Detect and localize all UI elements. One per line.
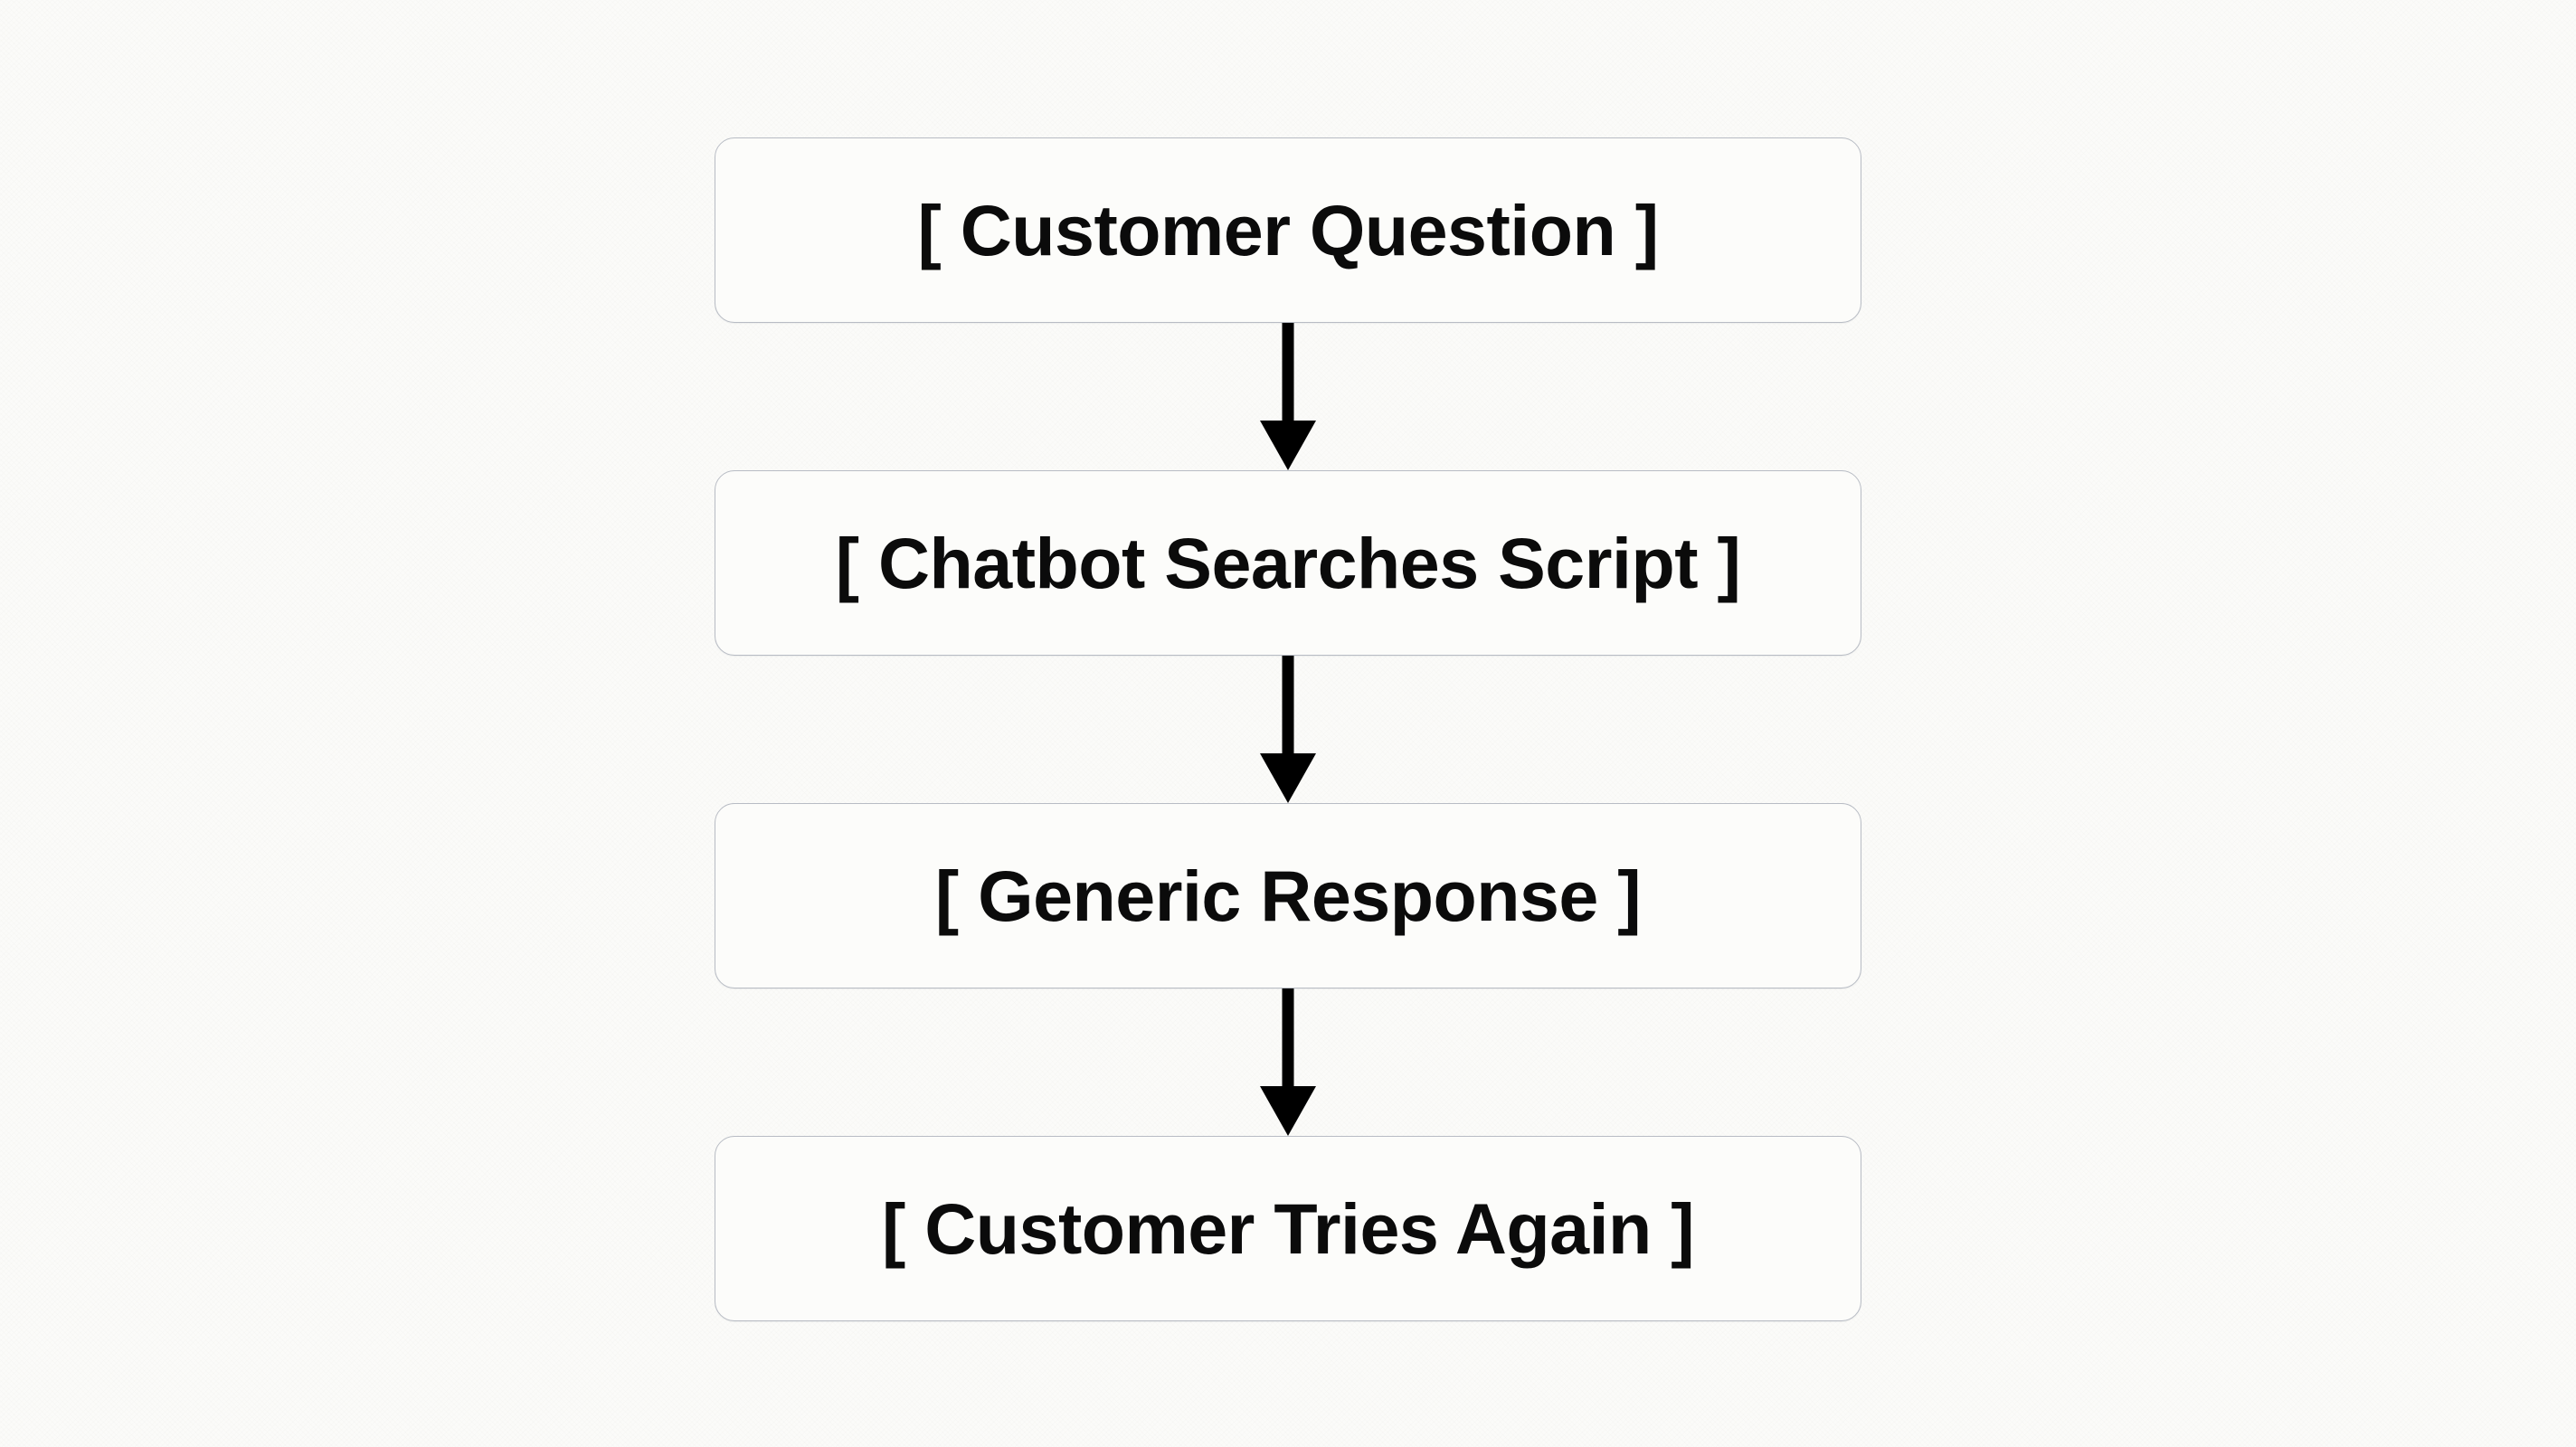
flowchart: [ Customer Question ] [ Chatbot Searches… [715,137,1861,1321]
flow-node-label: [ Generic Response ] [934,856,1642,936]
arrow-down-icon [1259,323,1317,470]
flow-node-label: [ Customer Question ] [917,190,1659,270]
arrow-down-icon [1259,656,1317,803]
flow-node-chatbot-searches-script[interactable]: [ Chatbot Searches Script ] [715,470,1861,656]
flow-node-generic-response[interactable]: [ Generic Response ] [715,803,1861,988]
flow-node-label: [ Chatbot Searches Script ] [835,523,1741,603]
flow-node-customer-question[interactable]: [ Customer Question ] [715,137,1861,323]
arrow-down-icon [1259,988,1317,1136]
flow-node-customer-tries-again[interactable]: [ Customer Tries Again ] [715,1136,1861,1321]
flow-node-label: [ Customer Tries Again ] [881,1188,1695,1269]
